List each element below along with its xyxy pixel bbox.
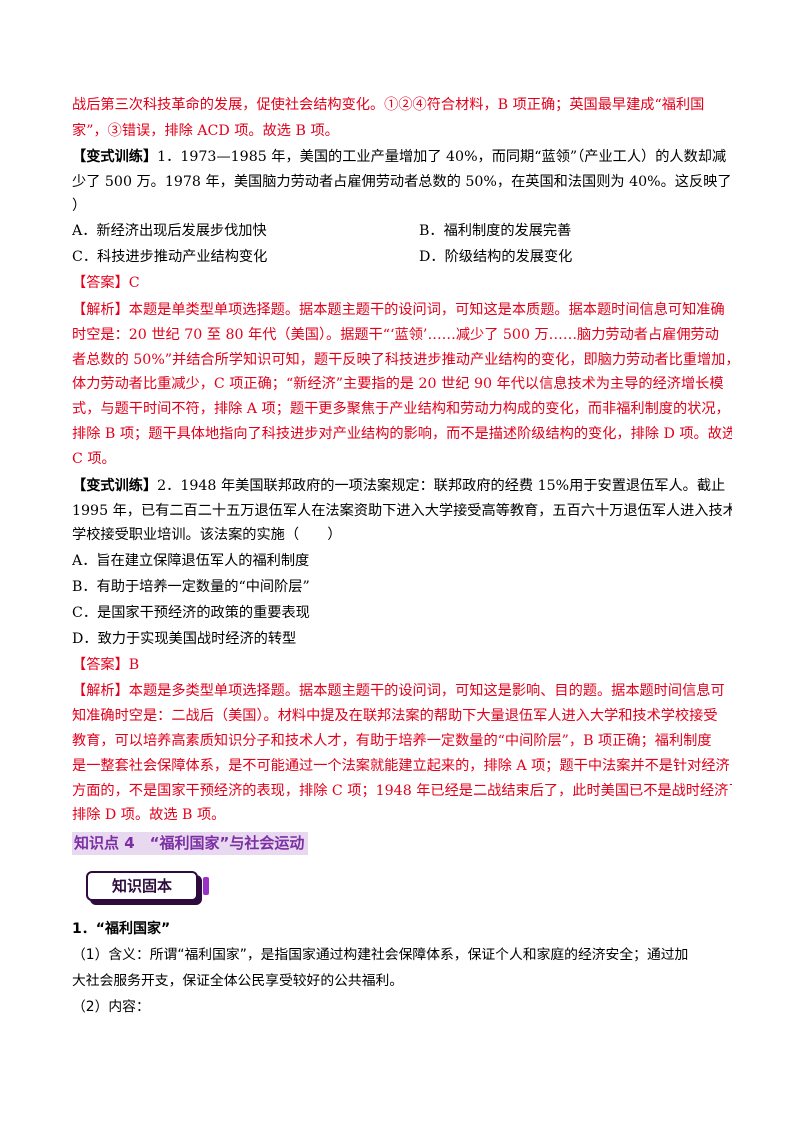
badge-label: 知识固本: [111, 877, 172, 895]
option-c: C．是国家干预经济的政策的重要表现: [72, 605, 310, 621]
question-stem-text: 2．1948 年美国联邦政府的一项法案规定：联邦政府的经费 15%用于安置退伍军…: [157, 478, 726, 494]
question-stem-text: 1．1973—1985 年，美国的工业产量增加了 40%，而同期“蓝领”（产业工…: [157, 149, 727, 165]
analysis-line: 式，与题干时间不符，排除 A 项；题干更多聚焦于产业结构和劳动力构成的变化，而非…: [72, 401, 730, 417]
analysis-line: 时空是：20 世纪 70 至 80 年代（美国）。据题干“‘蓝领’……减少了 5…: [72, 327, 719, 343]
knowledge-point-heading: 知识点 4 “福利国家”与社会运动: [72, 832, 309, 855]
option-a: A．新经济出现后发展步伐加快: [72, 223, 267, 239]
analysis-line: 知准确时空是：二战后（美国）。材料中提及在联邦法案的帮助下大量退伍军人进入大学和…: [72, 708, 718, 724]
definition-line: （1）含义：所谓“福利国家”，是指国家通过构建社会保障体系，保证个人和家庭的经济…: [72, 947, 689, 963]
question-1-stem-line: 少了 500 万。1978 年，美国脑力劳动者占雇佣劳动者总数的 50%，在英国…: [72, 174, 732, 190]
question-2-stem: 【变式训练】2．1948 年美国联邦政府的一项法案规定：联邦政府的经费 15%用…: [72, 477, 732, 495]
section-heading: 1．“福利国家”: [72, 921, 171, 937]
options-row: A．新经济出现后发展步伐加快 B．福利制度的发展完善: [72, 222, 732, 240]
question-2-stem-line: 学校接受职业培训。该法案的实施（ ）: [72, 527, 342, 543]
question-tag: 【变式训练】: [72, 149, 158, 165]
options-row: C．科技进步推动产业结构变化 D．阶级结构的发展变化: [72, 248, 732, 266]
analysis-line: 排除 D 项。故选 B 项。: [72, 807, 226, 823]
analysis-line: 教育，可以培养高素质知识分子和技术人才，有助于培养一定数量的“中间阶层”，B 项…: [72, 733, 712, 749]
answer-label: 【答案】B: [72, 657, 140, 673]
analysis-line: 体力劳动者比重减少，C 项正确；“新经济”主要指的是 20 世纪 90 年代以信…: [72, 376, 724, 392]
answer-label: 【答案】C: [72, 275, 140, 291]
analysis-line: 者总数的 50%”并结合所学知识可知，题干反映了科技进步推动产业结构的变化，即脑…: [72, 352, 732, 368]
question-1-stem: 【变式训练】1．1973—1985 年，美国的工业产量增加了 40%，而同期“蓝…: [72, 148, 732, 166]
option-b: B．有助于培养一定数量的“中间阶层”: [72, 579, 310, 595]
question-tag: 【变式训练】: [72, 478, 158, 494]
definition-line: 大社会服务开支，保证全体公民享受较好的公共福利。: [72, 973, 404, 989]
content-label: （2）内容：: [72, 999, 150, 1015]
analysis-line: 是一整套社会保障体系，是不可能通过一个法案就能建立起来的，排除 A 项；题干中法…: [72, 758, 730, 774]
analysis-line: 方面的，不是国家干预经济的表现，排除 C 项；1948 年已经是二战结束后了，此…: [72, 783, 732, 799]
badge-frame: [86, 871, 198, 901]
section-badge: 知识固本: [86, 871, 209, 907]
option-c: C．科技进步推动产业结构变化: [72, 249, 268, 265]
intro-line: 战后第三次科技革命的发展，促使社会结构变化。①②④符合材料，B 项正确；英国最早…: [72, 97, 705, 113]
option-b: B．福利制度的发展完善: [419, 223, 572, 239]
question-2-stem-line: 1995 年，已有二百二十五万退伍军人在法案资助下进入大学接受高等教育，五百六十…: [72, 503, 732, 519]
option-d: D．阶级结构的发展变化: [419, 249, 573, 265]
badge-accent: [203, 877, 209, 895]
question-1-stem-line: ）: [72, 198, 87, 214]
analysis-line: 排除 B 项；题干具体地指向了科技进步对产业结构的影响，而不是描述阶级结构的变化…: [72, 426, 732, 442]
option-a: A．旨在建立保障退伍军人的福利制度: [72, 553, 310, 569]
analysis-line: C 项。: [72, 451, 116, 467]
intro-line: 家”，③错误，排除 ACD 项。故选 B 项。: [72, 123, 339, 139]
option-d: D．致力于实现美国战时经济的转型: [72, 631, 297, 647]
analysis-line: 【解析】本题是单类型单项选择题。据本题主题干的设问词，可知这是本质题。据本题时间…: [72, 302, 725, 318]
analysis-line: 【解析】本题是多类型单项选择题。据本题主题干的设问词，可知这是影响、目的题。据本…: [72, 683, 725, 699]
